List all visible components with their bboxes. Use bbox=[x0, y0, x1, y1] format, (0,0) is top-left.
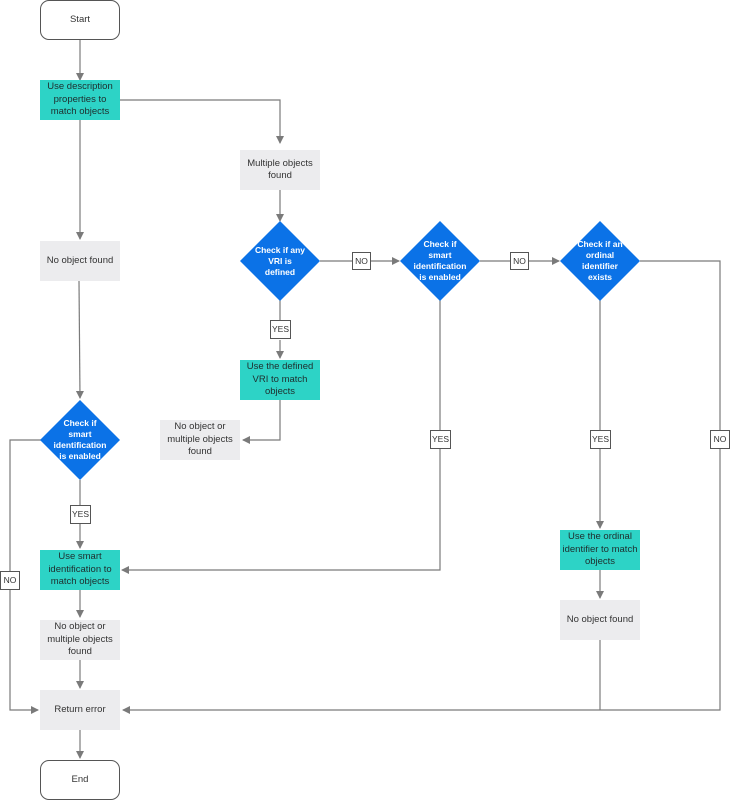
edge-no-to-return-error-long bbox=[122, 449, 721, 714]
use-ordinal-identifier-box: Use the ordinal identifier to match obje… bbox=[560, 530, 640, 570]
decision-diamond-shape bbox=[400, 221, 480, 301]
decision-diamond-shape bbox=[40, 400, 120, 480]
edge-label-yes-vri: YES bbox=[270, 320, 291, 339]
return-error-box: Return error bbox=[40, 690, 120, 730]
edge-label-yes-ordinal: YES bbox=[590, 430, 611, 449]
end-node: End bbox=[40, 760, 120, 800]
decision-diamond-shape bbox=[240, 221, 320, 301]
check-ordinal-identifier-decision: Check if an ordinal identifier exists bbox=[560, 221, 640, 301]
use-vri-box: Use the defined VRI to match objects bbox=[240, 360, 320, 400]
edge-label-no-vri: NO bbox=[352, 252, 371, 270]
edge-no-object-to-check-smart-1 bbox=[75, 280, 84, 399]
edge-label-yes-smart-2: YES bbox=[430, 430, 451, 449]
use-description-properties-box: Use description properties to match obje… bbox=[40, 80, 120, 120]
edge-check-ordinal-no bbox=[640, 260, 721, 430]
decision-diamond-shape bbox=[560, 221, 640, 301]
no-object-found-box-2: No object found bbox=[560, 600, 640, 640]
check-smart-1-label: Check if smart identification is enabled bbox=[53, 418, 107, 461]
edge-label-no-ordinal: NO bbox=[710, 430, 730, 449]
edge-no-to-return-error bbox=[9, 590, 39, 714]
use-smart-identification-box: Use smart identification to match object… bbox=[40, 550, 120, 590]
check-smart-identification-decision-2: Check if smart identification is enabled bbox=[400, 221, 480, 301]
edge-label-yes-smart-1: YES bbox=[70, 505, 91, 524]
no-object-found-box-1: No object found bbox=[40, 241, 120, 281]
edge-description-to-multiple bbox=[120, 99, 284, 144]
check-vri-decision: Check if any VRI is defined bbox=[240, 221, 320, 301]
start-node: Start bbox=[40, 0, 120, 40]
check-smart-2-label: Check if smart identification is enabled bbox=[413, 239, 467, 282]
multiple-objects-found-box: Multiple objects found bbox=[240, 150, 320, 190]
edge-use-vri-to-none bbox=[242, 400, 281, 444]
check-ordinal-label: Check if an ordinal identifier exists bbox=[577, 239, 623, 282]
check-vri-label: Check if any VRI is defined bbox=[254, 244, 306, 277]
edge-label-no-smart-1: NO bbox=[0, 571, 20, 590]
no-object-or-multiple-box-2: No object or multiple objects found bbox=[40, 620, 120, 660]
no-object-or-multiple-box-1: No object or multiple objects found bbox=[160, 420, 240, 460]
edge-label-no-smart-2: NO bbox=[510, 252, 529, 270]
edge-check-smart-1-no bbox=[9, 439, 42, 571]
edge-yes-to-use-smart-long bbox=[121, 449, 441, 574]
check-smart-identification-decision-1: Check if smart identification is enabled bbox=[40, 400, 120, 480]
